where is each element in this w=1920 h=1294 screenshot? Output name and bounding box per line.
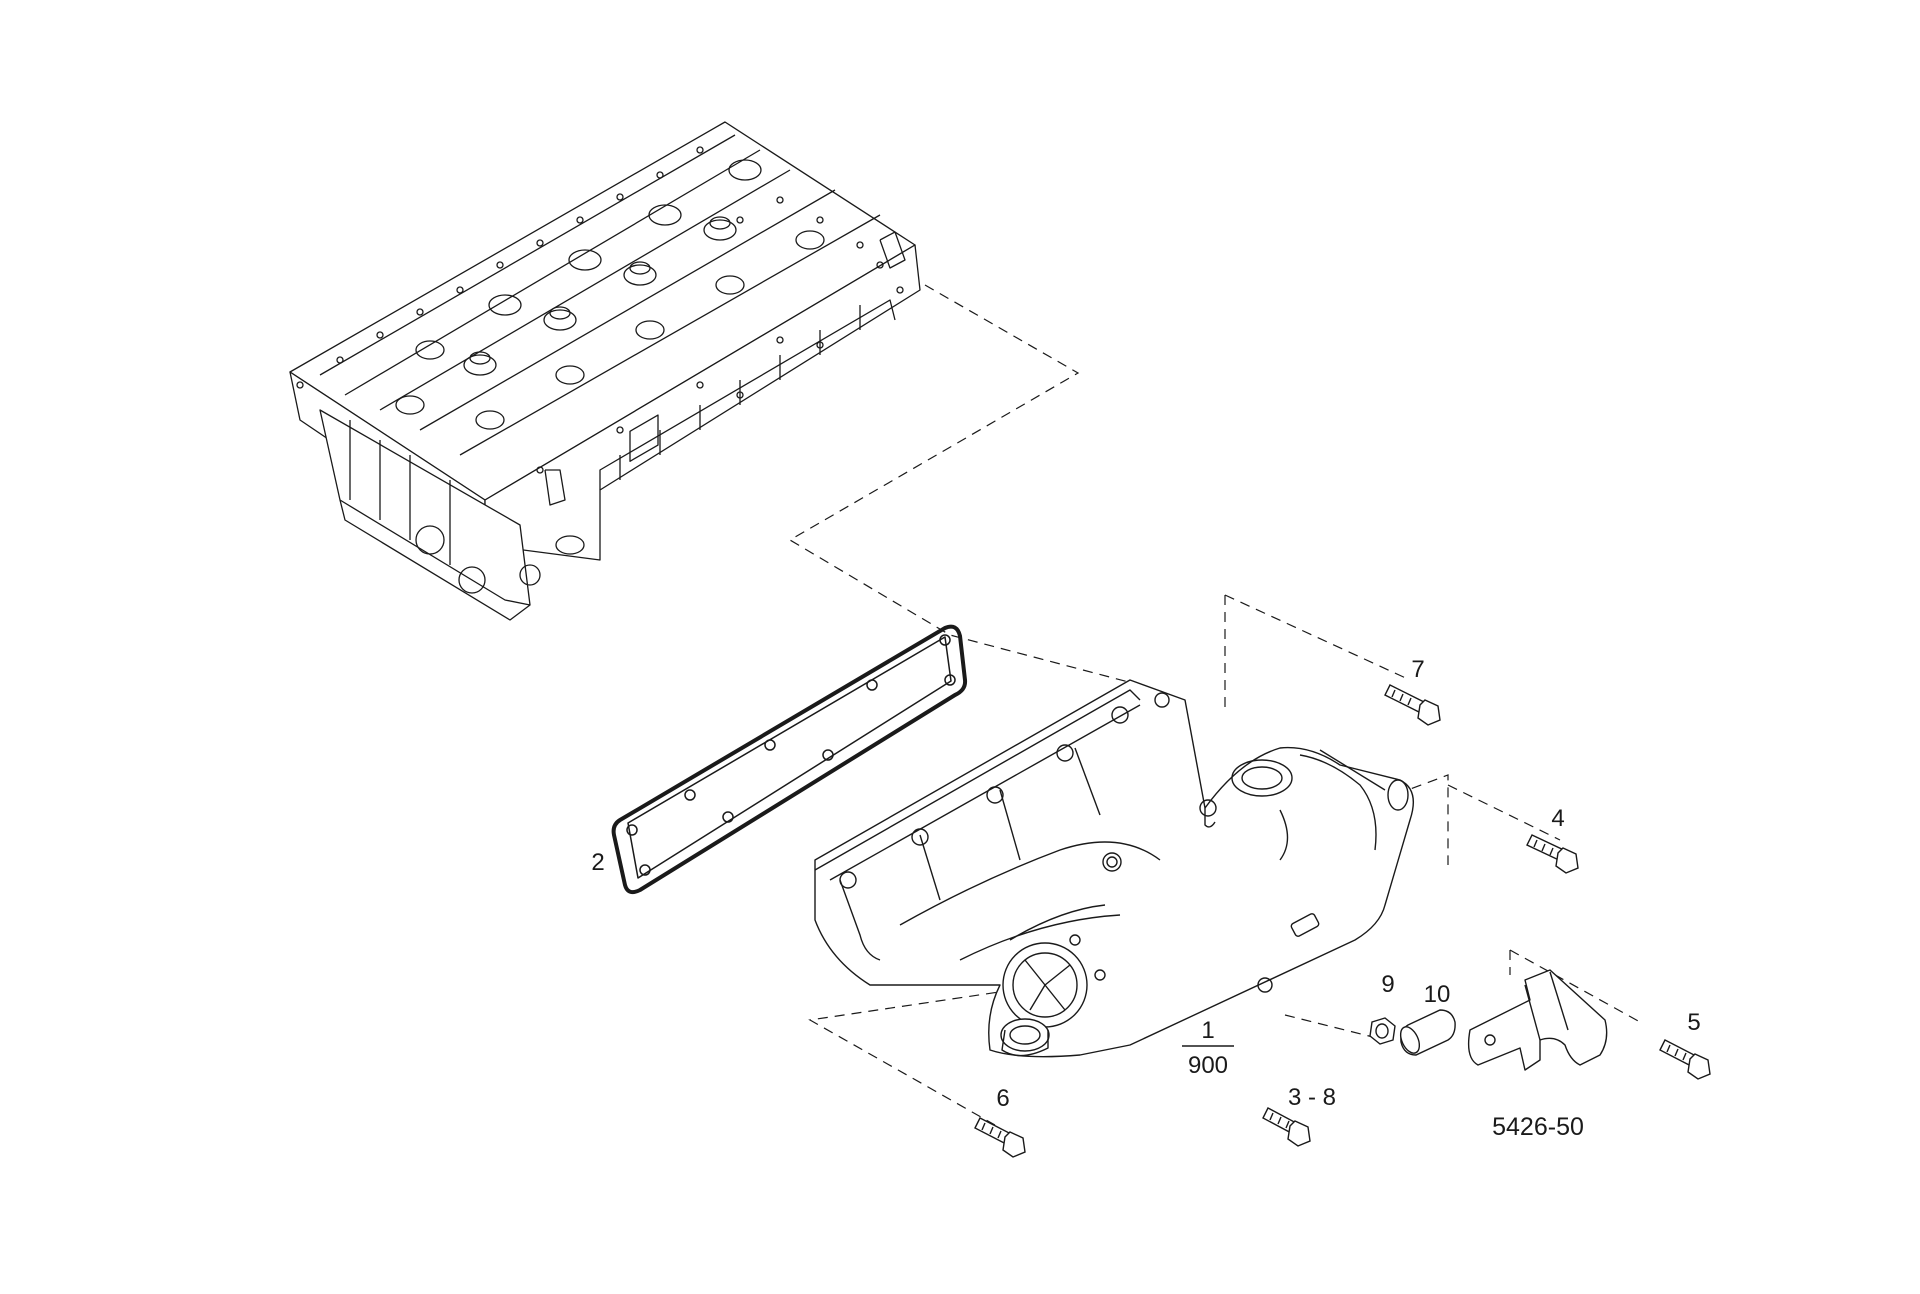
bolt-5 bbox=[1660, 1040, 1710, 1079]
callout-6: 6 bbox=[996, 1085, 1009, 1112]
bolt-3-8 bbox=[1263, 1108, 1310, 1146]
callout-3-8: 3 - 8 bbox=[1288, 1084, 1336, 1111]
manifold-gasket bbox=[614, 627, 965, 893]
spacer-10 bbox=[1397, 1010, 1455, 1056]
callout-9: 9 bbox=[1381, 971, 1394, 998]
intake-manifold bbox=[815, 680, 1413, 1057]
callout-5: 5 bbox=[1687, 1009, 1700, 1036]
bolt-6 bbox=[975, 1118, 1025, 1157]
cylinder-head bbox=[290, 122, 920, 620]
callout-10: 10 bbox=[1424, 981, 1451, 1008]
figure-code: 5426-50 bbox=[1492, 1113, 1584, 1141]
callout-7: 7 bbox=[1411, 656, 1424, 683]
callout-1-sub: 900 bbox=[1188, 1052, 1228, 1079]
bracket bbox=[1469, 970, 1607, 1070]
dashed-leader-lines bbox=[788, 284, 1641, 1126]
bolt-4 bbox=[1527, 835, 1578, 873]
callout-1: 1 bbox=[1201, 1017, 1214, 1044]
nut-9 bbox=[1370, 1018, 1395, 1044]
callout-4: 4 bbox=[1551, 805, 1564, 832]
bolt-7 bbox=[1385, 685, 1440, 725]
callout-2: 2 bbox=[591, 849, 604, 876]
callout-labels: 1 900 2 3 - 8 4 5 6 7 9 10 5426-50 bbox=[591, 656, 1700, 1141]
